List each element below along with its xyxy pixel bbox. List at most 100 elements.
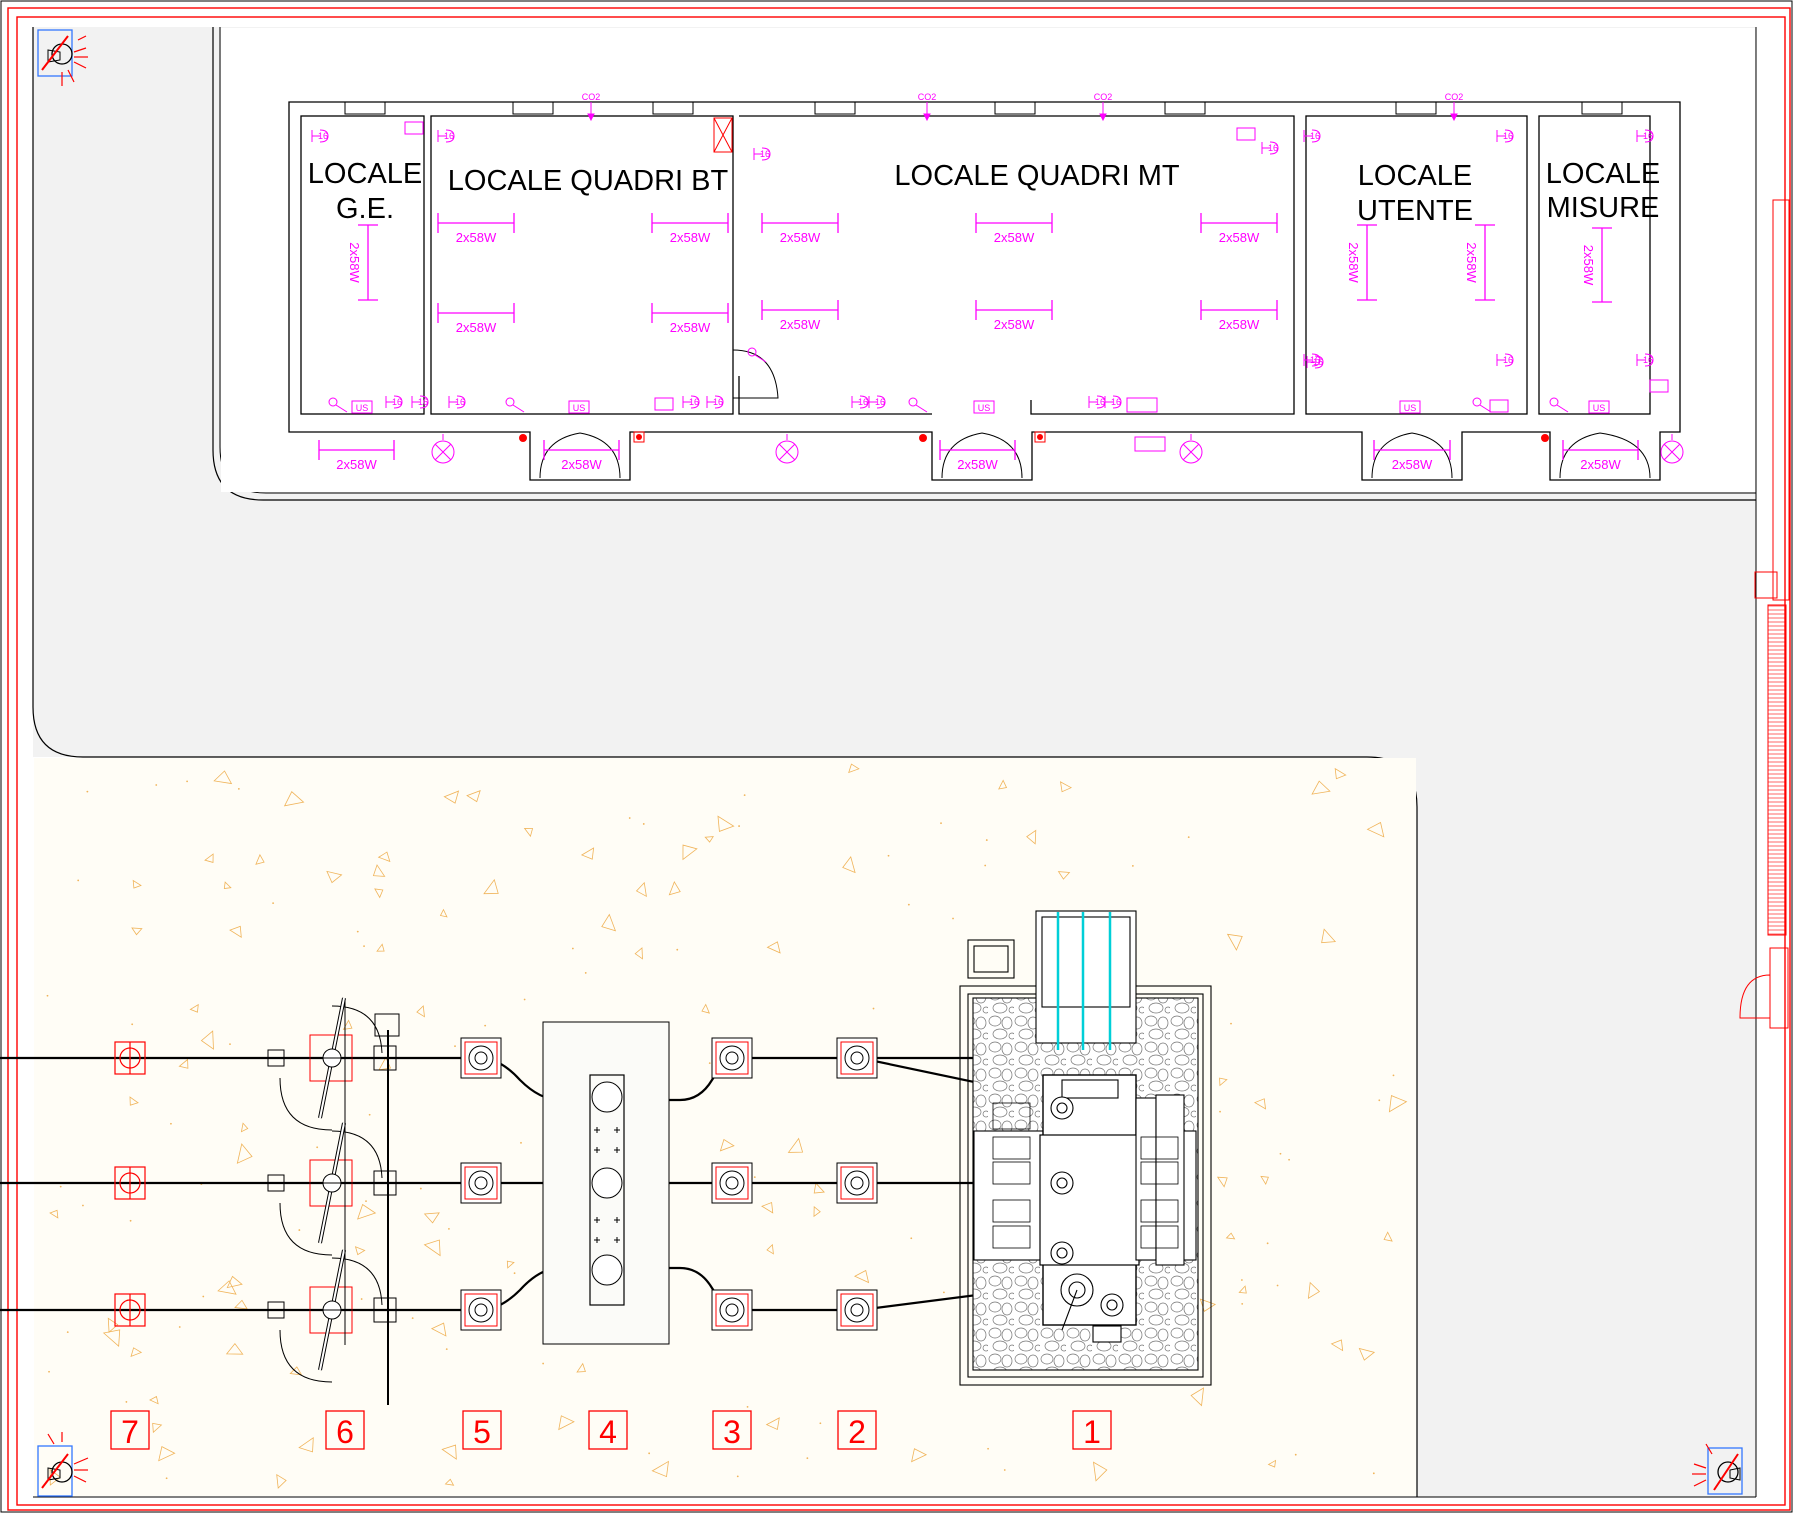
luminaire-label: 2x58W [780,230,821,245]
luminaire-label: 2x58W [336,457,377,472]
socket-icon: 16 [753,147,771,161]
luminaire-label: 2x58W [670,230,711,245]
gravel-mark [49,1209,59,1219]
room-bt [430,115,734,415]
exit-sign [973,400,995,414]
luminaire-label: 2x58W [1346,242,1361,283]
gravel-mark [806,1457,809,1460]
gravel-mark [580,847,595,860]
room-mt [738,115,1295,415]
insulator-post [460,1289,502,1331]
exit-sign-label: US [1593,403,1606,413]
emergency-lamp-icon [431,434,455,464]
switch-icon [505,397,525,413]
gravel-mark [513,1272,516,1275]
gravel-mark [46,994,49,997]
gravel-mark [86,790,89,793]
junction-box [404,121,424,135]
gravel-mark [342,1019,353,1030]
luminaire-label: 2x58W [347,242,362,283]
socket-icon: 16 [1303,129,1321,143]
gravel-mark [1253,1098,1267,1110]
bay-number: 6 [336,1414,354,1450]
gravel-mark [1003,1469,1006,1471]
gravel-mark [1241,1302,1244,1305]
switch-icon [1549,397,1569,413]
gravel-mark [200,1030,214,1050]
socket-icon: 16 [868,395,886,409]
gravel-mark [907,903,910,906]
socket-icon: 16 [385,395,403,409]
gravel-mark [178,1326,181,1328]
socket-icon: 16 [1104,395,1122,409]
insulator-post [836,1162,878,1204]
gravel-mark [374,888,384,899]
gravel-mark [1260,1175,1269,1186]
gravel-mark [1372,1472,1375,1475]
gravel-mark [441,1444,457,1460]
fire-detector-icon [1541,434,1549,442]
socket-label: 16 [392,397,402,407]
luminaire-label: 2x58W [994,230,1035,245]
junction-box [1649,379,1669,393]
gravel-mark [66,1331,69,1334]
socket-icon: 16 [1306,355,1324,369]
gravel-mark [523,828,534,838]
room-title-utente-2: UTENTE [1357,195,1473,227]
gravel-mark [130,1347,143,1358]
gravel-mark [910,1237,913,1240]
alarm-sirens [37,29,1743,1497]
gravel-mark [444,1478,455,1486]
gravel-mark [642,823,645,825]
gravel-mark [376,943,385,952]
socket-label: 16 [1310,355,1320,365]
gravel-mark [178,1058,189,1069]
socket-label: 16 [1313,357,1323,367]
gravel-mark [217,1280,237,1295]
control-panel [1126,397,1158,413]
socket-label: 16 [455,397,465,407]
gravel-mark [765,1417,780,1431]
gravel-mark [887,854,890,857]
gravel-mark [272,902,275,904]
wall-luminaires: 2x58W 2x58W 2x58W 2x58W [347,224,1612,303]
gravel-mark [1238,1285,1247,1294]
gravel-mark [152,1422,163,1434]
gravel-mark [1294,1453,1297,1456]
luminaire-label: 2x58W [670,320,711,335]
gravel-mark [761,1201,774,1214]
socket-icon: 16 [682,395,700,409]
gravel-mark [571,947,574,950]
siren-icon [37,29,88,86]
fire-detectors [519,431,1549,443]
socket-label: 16 [444,131,454,141]
socket-icon: 16 [1636,129,1654,143]
gravel-mark [942,1291,945,1294]
socket-label: 16 [1268,143,1278,153]
gravel-mark [634,947,643,960]
luminaire-label: 2x58W [561,457,602,472]
exit-sign-label: US [356,403,369,413]
gravel-mark [466,790,481,803]
insulator-post [460,1037,502,1079]
gravel-mark [1240,1279,1243,1281]
gravel-mark [1307,1281,1321,1299]
socket-label: 16 [1643,355,1653,365]
gravel-mark [506,1260,515,1269]
gravel-mark [234,1299,248,1310]
gravel-mark [1330,1339,1344,1352]
room-title-misure-2: MISURE [1547,192,1660,224]
insulator-post [711,1037,753,1079]
gravel-mark [635,881,647,898]
gravel-mark [165,1477,168,1480]
gravel-mark [872,1007,875,1010]
gravel-mark [648,1452,651,1455]
bay-number-box: 1 [1072,1410,1112,1450]
co2-label: CO2 [1094,92,1113,102]
gravel-mark [523,998,526,1001]
gravel-mark [298,1437,314,1453]
motor-operator [374,1013,400,1037]
gravel-mark [952,917,954,920]
